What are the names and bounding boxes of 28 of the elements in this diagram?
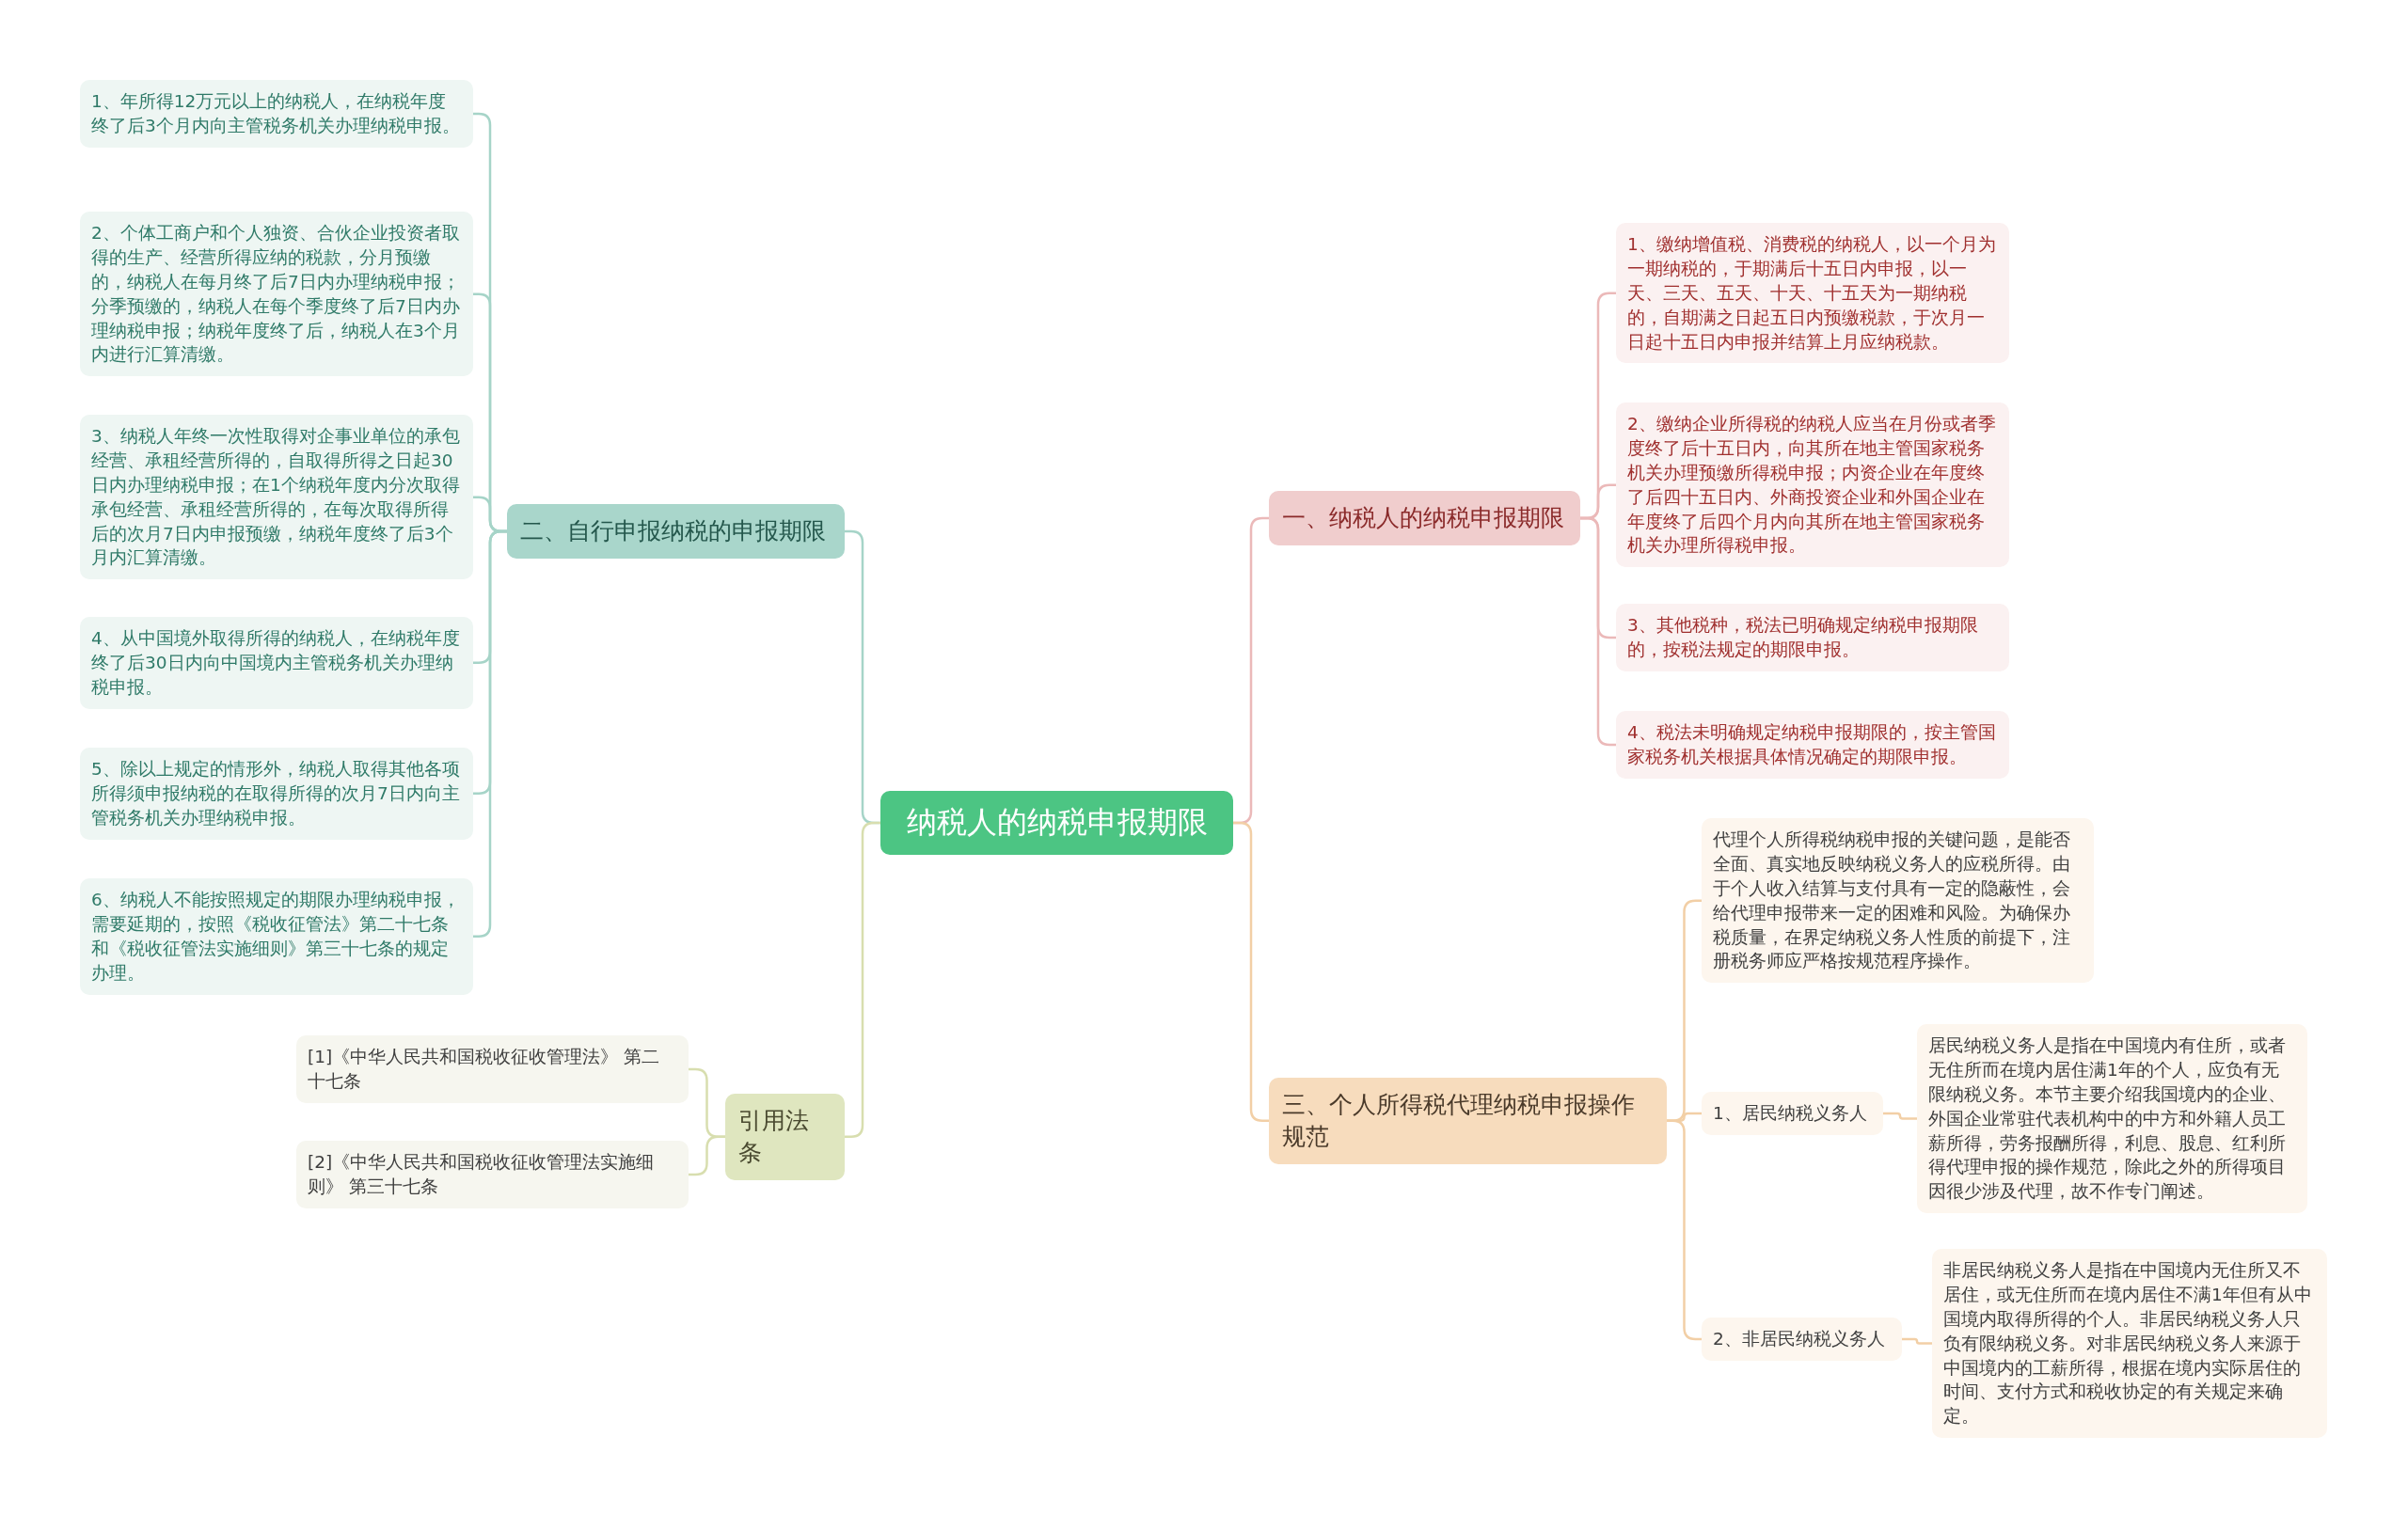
connector-line bbox=[1667, 1119, 1702, 1341]
note-box: 6、纳税人不能按照规定的期限办理纳税申报，需要延期的，按照《税收征管法》第二十七条和《税收征管法实施细则》第三十七条的规定办理。 bbox=[80, 878, 473, 995]
note-box: [2]《中华人民共和国税收征收管理法实施细则》 第三十七条 bbox=[296, 1141, 689, 1208]
note-box: 2、缴纳企业所得税的纳税人应当在月份或者季度终了后十五日内，向其所在地主管国家税务机关办理预缴所得税申报；内资企业在年度终了后四十五日内、外商投资企业和外国企业在年度终了后四个月内向其所在地主管国家税务机关办理所得税申报。 bbox=[1616, 402, 2009, 568]
connector-line bbox=[1580, 516, 1616, 747]
note-box: 居民纳税义务人是指在中国境内有住所，或者无住所而在境内居住满1年的个人，应负有无限纳税义务。本节主要介绍我国境内的企业、外国企业常驻代表机构中的中方和外籍人员工薪所得，劳务报酬所得，利息、股息、红利所得代理申报的操作规范，除此之外的所得项目因很少涉及代理，故不作专门阐述。 bbox=[1917, 1024, 2307, 1214]
note-box: 2、个体工商户和个人独资、合伙企业投资者取得的生产、经营所得应纳的税款，分月预缴的，纳税人在每月终了后7日内办理纳税申报；分季预缴的，纳税人在每个季度终了后7日内办理纳税申报；纳税年度终了后，纳税人在3个月内进行汇算清缴。 bbox=[80, 212, 473, 377]
note-box: 2、非居民纳税义务人 bbox=[1702, 1318, 1902, 1361]
connector-line bbox=[1233, 821, 1269, 1122]
note-box: 5、除以上规定的情形外，纳税人取得其他各项所得须申报纳税的在取得所得的次月7日内向主管税务机关办理纳税申报。 bbox=[80, 748, 473, 840]
branch-box: 引用法条 bbox=[725, 1094, 845, 1180]
note-box: 非居民纳税义务人是指在中国境内无住所又不居住，或无住所而在境内居住不满1年但有从中国境内取得所得的个人。非居民纳税义务人只负有限纳税义务。对非居民纳税义务人来源于中国境内的工薪所得，根据在境内实际居住的时间、支付方式和税收协定的有关规定来确定。 bbox=[1932, 1249, 2327, 1439]
note-box: [1]《中华人民共和国税收征收管理法》 第二十七条 bbox=[296, 1035, 689, 1103]
note-box: 1、缴纳增值税、消费税的纳税人，以一个月为一期纳税的，于期满后十五日内申报，以一天、三天、五天、十天、十五天为一期纳税的，自期满之日起五日内预缴税款，于次月一日起十五日内申报并结算上月应纳税款。 bbox=[1616, 223, 2009, 364]
branch-box: 二、自行申报纳税的申报期限 bbox=[507, 504, 845, 559]
note-box: 1、年所得12万元以上的纳税人，在纳税年度终了后3个月内向主管税务机关办理纳税申报。 bbox=[80, 80, 473, 148]
note-box: 4、从中国境外取得所得的纳税人，在纳税年度终了后30日内向中国境内主管税务机关办理纳税申报。 bbox=[80, 617, 473, 709]
branch-box: 一、纳税人的纳税申报期限 bbox=[1269, 491, 1580, 545]
note-box: 3、其他税种，税法已明确规定纳税申报期限的，按税法规定的期限申报。 bbox=[1616, 604, 2009, 671]
connector-line bbox=[1902, 1337, 1932, 1345]
connector-line bbox=[689, 1135, 725, 1176]
note-box: 4、税法未明确规定纳税申报期限的，按主管国家税务机关根据具体情况确定的期限申报。 bbox=[1616, 711, 2009, 779]
note-box: 3、纳税人年终一次性取得对企事业单位的承包经营、承租经营所得的，自取得所得之日起30日内办理纳税申报；在1个纳税年度内分次取得承包经营、承租经营所得的，在每次取得所得后的次月7日内申报预缴，纳税年度终了后3个月内汇算清缴。 bbox=[80, 415, 473, 580]
note-box: 1、居民纳税义务人 bbox=[1702, 1092, 1883, 1135]
topic-box: 纳税人的纳税申报期限 bbox=[880, 791, 1233, 855]
branch-box: 三、个人所得税代理纳税申报操作规范 bbox=[1269, 1078, 1667, 1164]
note-box: 代理个人所得税纳税申报的关键问题，是能否全面、真实地反映纳税义务人的应税所得。由于个人收入结算与支付具有一定的隐蔽性，会给代理申报带来一定的困难和风险。为确保办税质量，在界定纳税义务人性质的前提下，注册税务师应严格按规范程序操作。 bbox=[1702, 818, 2094, 984]
connector-line bbox=[1883, 1112, 1917, 1120]
